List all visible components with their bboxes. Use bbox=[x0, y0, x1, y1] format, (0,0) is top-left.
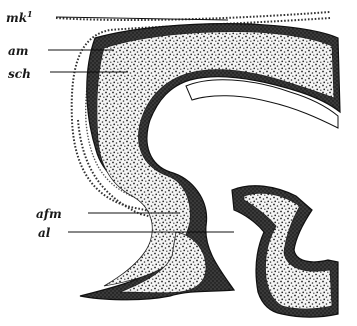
label-mk: mk1 bbox=[6, 9, 33, 25]
label-sch: sch bbox=[8, 67, 31, 81]
label-am: am bbox=[8, 44, 28, 58]
label-al: al bbox=[38, 226, 51, 240]
label-afm: afm bbox=[36, 207, 62, 221]
outer-membrane-line bbox=[50, 294, 70, 298]
mesoderm-mass bbox=[97, 32, 334, 286]
label-mk-sup: 1 bbox=[27, 9, 33, 19]
